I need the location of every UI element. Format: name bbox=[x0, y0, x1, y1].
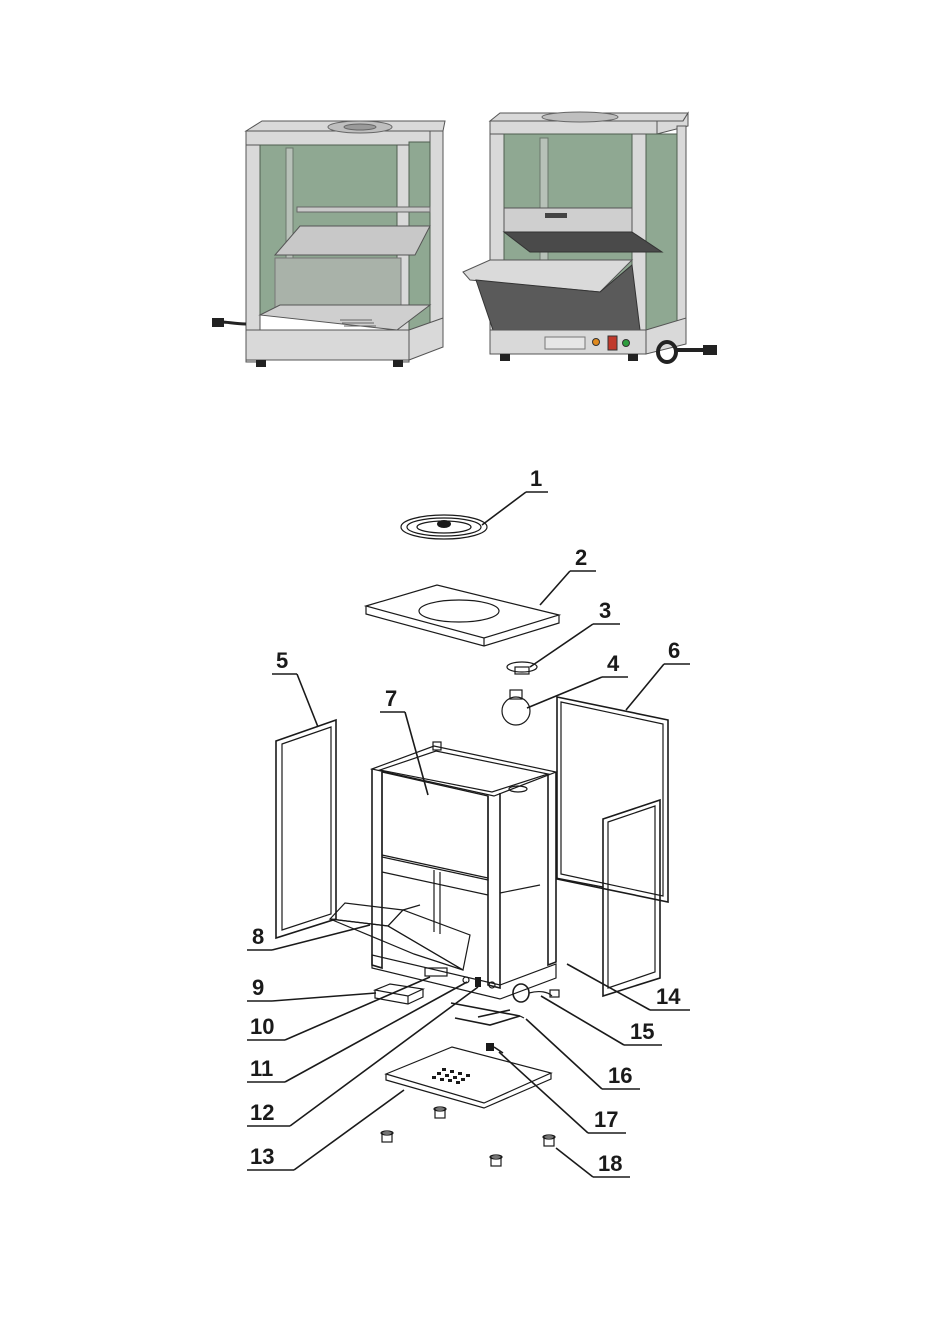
part-label-8: 8 bbox=[252, 924, 264, 949]
part-9-drawer bbox=[375, 984, 423, 1004]
switch-icon bbox=[608, 336, 617, 350]
part-18-feet bbox=[381, 1107, 555, 1166]
part-label-2: 2 bbox=[575, 545, 587, 570]
cabinet-rear-view bbox=[463, 112, 717, 362]
part-label-13: 13 bbox=[250, 1144, 274, 1169]
part-3-lamp-holder bbox=[507, 662, 537, 674]
part-labels: 1 2 3 4 5 6 7 8 9 10 11 12 13 14 15 16 1… bbox=[250, 466, 681, 1176]
part-label-1: 1 bbox=[530, 466, 542, 491]
part-label-6: 6 bbox=[668, 638, 680, 663]
part-label-14: 14 bbox=[656, 984, 681, 1009]
part-label-5: 5 bbox=[276, 648, 288, 673]
part-label-15: 15 bbox=[630, 1019, 654, 1044]
part-label-7: 7 bbox=[385, 686, 397, 711]
part-4-bulb bbox=[502, 690, 530, 725]
part-8-ramp bbox=[330, 903, 470, 970]
part-label-18: 18 bbox=[598, 1151, 622, 1176]
part-15-power-cord bbox=[513, 984, 559, 1002]
part-label-4: 4 bbox=[607, 651, 620, 676]
part-17-sensor bbox=[486, 1043, 503, 1053]
part-label-3: 3 bbox=[599, 598, 611, 623]
part-2-top-plate bbox=[366, 585, 559, 646]
part-6-side-glass-right bbox=[557, 697, 668, 902]
part-label-17: 17 bbox=[594, 1107, 618, 1132]
cabinet-front-view bbox=[212, 121, 445, 367]
part-16-heating-element bbox=[451, 1003, 524, 1025]
part-label-16: 16 bbox=[608, 1063, 632, 1088]
power-plug-icon bbox=[212, 318, 246, 327]
rendered-views bbox=[212, 112, 717, 367]
part-label-11: 11 bbox=[250, 1056, 273, 1081]
part-label-10: 10 bbox=[250, 1014, 274, 1039]
exploded-view: 1 2 3 4 5 6 7 8 9 10 11 12 13 14 15 16 1… bbox=[247, 466, 690, 1177]
part-label-9: 9 bbox=[252, 975, 264, 1000]
part-7-frame bbox=[372, 742, 603, 999]
part-5-side-glass-left bbox=[276, 720, 336, 938]
part-label-12: 12 bbox=[250, 1100, 274, 1125]
part-1-lid bbox=[401, 515, 487, 539]
